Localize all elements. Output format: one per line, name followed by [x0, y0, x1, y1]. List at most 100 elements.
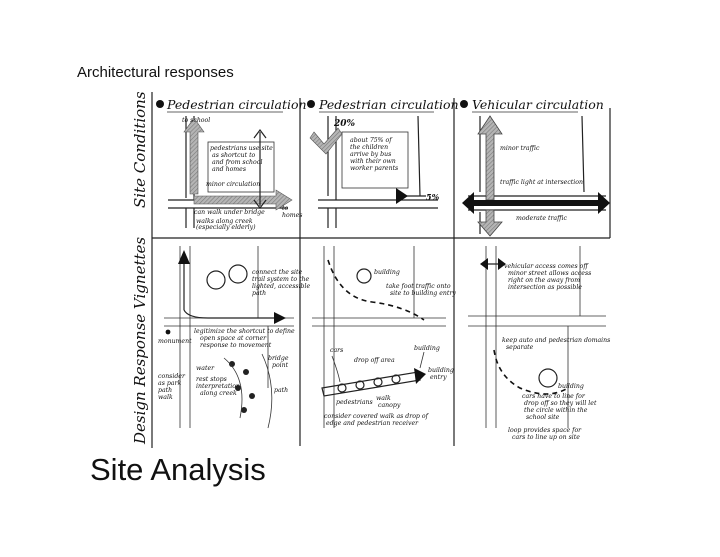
row-header-design-response: Design Response Vignettes	[131, 237, 149, 445]
note-about-2: the children	[350, 144, 388, 151]
note-connect-1: connect the site	[252, 269, 302, 276]
note-canopy: canopy	[378, 402, 401, 409]
cell-ped-response-2: building take foot traffic onto site to …	[312, 246, 456, 428]
note-traffic-light: traffic light at intersection	[500, 179, 583, 186]
note-minor-traffic: minor traffic	[500, 145, 540, 152]
note-cover-2: edge and pedestrian receiver	[326, 420, 419, 427]
note-water: water	[196, 365, 215, 372]
note-bridge: bridge	[268, 355, 289, 362]
cell-ped-conditions-1: to school pedestrians use site as shortc…	[168, 116, 302, 231]
note-ped-shortcut-1: pedestrians use site	[210, 145, 273, 152]
building-circle	[356, 268, 372, 284]
note-building-3: building	[558, 383, 584, 390]
gray-arrow-down-icon	[309, 127, 343, 155]
note-veh-4: intersection as possible	[508, 284, 582, 291]
column-header-3: Vehicular circulation	[460, 97, 604, 113]
gray-arrow-right-icon	[193, 189, 293, 211]
note-walk-under-bridge: can walk under bridge	[194, 209, 265, 216]
note-minor-circulation: minor circulation	[206, 181, 260, 188]
site-analysis-sheet: Site Conditions Design Response Vignette…	[128, 88, 612, 450]
gray-arrow-vertical-icon	[477, 115, 503, 201]
note-building: building	[374, 269, 400, 276]
building-circle-2	[538, 368, 558, 388]
cell-ped-conditions-2: 20% about 75% of the children arrive by …	[309, 115, 440, 228]
page-subtitle: Architectural responses	[77, 64, 234, 81]
row-header-site-conditions: Site Conditions	[131, 91, 149, 208]
note-entry-1: building	[428, 367, 454, 374]
note-cars: cars	[330, 347, 343, 354]
note-connect-2: trail system to the	[252, 276, 310, 283]
arrow-up-icon	[178, 250, 190, 264]
page-title: Site Analysis	[90, 452, 266, 487]
note-to: to	[282, 205, 288, 212]
note-about-4: with their own	[350, 158, 396, 165]
tree-circle-2	[228, 264, 248, 284]
cell-ped-response-1: connect the site trail system to the lig…	[158, 246, 310, 429]
note-point: point	[272, 362, 289, 369]
note-rest-2: interpretation	[196, 383, 240, 390]
note-homes: homes	[282, 212, 302, 219]
note-connect-4: path	[252, 290, 266, 297]
note-veh-3: right on the away from	[508, 277, 580, 284]
canopy-circles	[337, 374, 401, 393]
note-consider-3: path	[158, 387, 172, 394]
note-5-percent: 5%	[426, 192, 440, 202]
note-cars-4: school site	[526, 414, 560, 421]
note-cars-2: drop off so they will let	[524, 400, 597, 407]
note-ped-shortcut-2: as shortcut to	[212, 152, 256, 159]
column-header-2: Pedestrian circulation	[307, 97, 459, 113]
cell-veh-conditions: minor traffic traffic light at intersect…	[462, 115, 610, 237]
note-about-5: worker parents	[350, 165, 398, 172]
column-header-1-label: Pedestrian circulation	[166, 97, 307, 112]
gray-arrow-up-icon	[183, 117, 205, 195]
dashed-path	[327, 259, 425, 321]
note-connect-3: lighted, accessible	[252, 283, 310, 290]
note-pedestrians: pedestrians	[336, 399, 373, 406]
note-cars-3: the circle within the	[524, 407, 588, 414]
note-legitimize-2: open space at corner	[200, 335, 267, 342]
note-rest-1: rest stops	[196, 376, 227, 383]
arrow-entry-icon	[414, 368, 426, 384]
column-header-3-label: Vehicular circulation	[472, 97, 604, 112]
note-monument: monument	[158, 338, 192, 345]
creek-rest-stops	[229, 361, 255, 413]
arrow-right-icon-2	[274, 312, 286, 324]
note-about-1: about 75% of	[350, 137, 393, 144]
note-ped-shortcut-4: and homes	[212, 166, 246, 173]
covered-walk	[321, 371, 421, 397]
monument-marker	[165, 329, 171, 335]
cell-veh-response: vehicular access comes off minor street …	[468, 246, 610, 441]
note-keep-1: keep auto and pedestrian domains	[502, 337, 610, 344]
note-cars-1: cars have to line for	[522, 393, 586, 400]
note-walk: walk	[376, 395, 391, 402]
note-especially-elderly: (especially elderly)	[196, 224, 256, 231]
arrow-right-icon	[396, 188, 408, 204]
note-cover-1: consider covered walk as drop of	[324, 413, 430, 420]
note-veh-2: minor street allows access	[508, 270, 591, 277]
grid-lines	[151, 92, 611, 448]
dashed-loop-path	[493, 349, 569, 395]
note-veh-1: vehicular access comes off	[504, 263, 589, 270]
column-header-1: Pedestrian circulation	[156, 97, 307, 113]
column-header-2-label: Pedestrian circulation	[318, 97, 459, 112]
note-building-2: building	[414, 345, 440, 352]
double-arrow-icon-2	[480, 258, 506, 270]
note-take-2: site to building entry	[390, 290, 456, 297]
note-moderate-traffic: moderate traffic	[516, 215, 567, 222]
note-keep-2: separate	[506, 344, 534, 351]
note-loop-2: cars to line up on site	[512, 434, 580, 441]
note-rest-3: along creek	[200, 390, 237, 397]
note-to-school: to school	[182, 117, 210, 124]
note-loop-1: loop provides space for	[508, 427, 582, 434]
tree-circle-1	[206, 270, 226, 290]
black-arrow-horizontal-icon	[462, 192, 610, 214]
note-ped-shortcut-3: and from school	[212, 159, 262, 166]
note-consider-4: walk	[158, 394, 173, 401]
note-about-3: arrive by bus	[350, 151, 391, 158]
note-consider-1: consider	[158, 373, 186, 380]
note-entry-2: entry	[430, 374, 447, 381]
note-take-1: take foot traffic onto	[386, 283, 451, 290]
note-path: path	[274, 387, 288, 394]
double-arrow-icon	[253, 129, 267, 209]
note-legitimize-1: legitimize the shortcut to define	[194, 328, 295, 335]
